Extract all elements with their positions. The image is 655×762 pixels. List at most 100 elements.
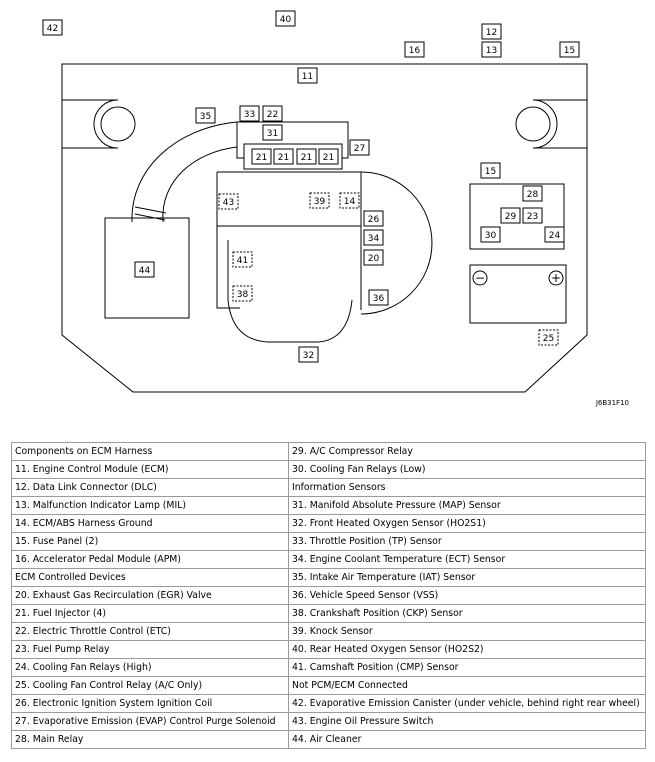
callout-35-label: 35 [200, 112, 211, 122]
callout-25[interactable]: 25 [538, 329, 559, 346]
callout-23-label: 23 [527, 212, 538, 222]
callout-16[interactable]: 16 [404, 41, 425, 58]
legend-cell-right: Information Sensors [288, 478, 646, 497]
callout-21-d[interactable]: 21 [318, 148, 339, 165]
callout-36-label: 36 [373, 294, 385, 304]
battery-positive-symbol: + [551, 271, 561, 285]
callout-24-label: 24 [549, 231, 561, 241]
callout-28-label: 28 [527, 190, 539, 200]
right-strut-tower [515, 99, 587, 149]
legend-cell-left: 24. Cooling Fan Relays (High) [11, 658, 289, 677]
legend-cell-right: 30. Cooling Fan Relays (Low) [288, 460, 646, 479]
callout-20-label: 20 [368, 254, 380, 264]
callout-29[interactable]: 29 [500, 207, 521, 224]
legend-cell-left: 28. Main Relay [11, 730, 289, 749]
callout-14[interactable]: 14 [339, 192, 360, 209]
callout-21-a[interactable]: 21 [251, 148, 272, 165]
callout-11[interactable]: 11 [297, 67, 318, 84]
oil-pan [227, 240, 353, 343]
legend-row: 20. Exhaust Gas Recirculation (EGR) Valv… [11, 586, 646, 605]
legend-row: 22. Electric Throttle Control (ETC)39. K… [11, 622, 646, 641]
callout-43-label: 43 [223, 198, 234, 208]
callout-15-top-label: 15 [564, 46, 575, 56]
callout-27[interactable]: 27 [349, 139, 370, 156]
callout-40-label: 40 [280, 15, 292, 25]
battery-positive-terminal [548, 270, 564, 286]
legend-cell-left: 22. Electric Throttle Control (ETC) [11, 622, 289, 641]
callout-31-label: 31 [267, 129, 278, 139]
callout-35[interactable]: 35 [195, 107, 216, 124]
legend-cell-left: 25. Cooling Fan Control Relay (A/C Only) [11, 676, 289, 695]
callout-34[interactable]: 34 [363, 229, 384, 246]
legend-cell-left: 20. Exhaust Gas Recirculation (EGR) Valv… [11, 586, 289, 605]
legend-cell-right: 40. Rear Heated Oxygen Sensor (HO2S2) [288, 640, 646, 659]
callout-21-a-label: 21 [256, 153, 267, 163]
legend-cell-left: 12. Data Link Connector (DLC) [11, 478, 289, 497]
legend-cell-left: 13. Malfunction Indicator Lamp (MIL) [11, 496, 289, 515]
callout-32[interactable]: 32 [298, 346, 319, 363]
callout-43[interactable]: 43 [218, 193, 239, 210]
legend-row: 24. Cooling Fan Relays (High)41. Camshaf… [11, 658, 646, 677]
legend-row: 27. Evaporative Emission (EVAP) Control … [11, 712, 646, 731]
callout-31[interactable]: 31 [262, 124, 283, 141]
callout-23[interactable]: 23 [522, 207, 543, 224]
legend-row: 11. Engine Control Module (ECM)30. Cooli… [11, 460, 646, 479]
callout-42-label: 42 [47, 24, 58, 34]
callout-22-label: 22 [267, 110, 278, 120]
callout-44-label: 44 [139, 266, 151, 276]
legend-cell-left: Components on ECM Harness [11, 442, 289, 461]
callout-15-relay-box[interactable]: 15 [480, 162, 501, 179]
callout-40[interactable]: 40 [275, 10, 296, 27]
callout-22[interactable]: 22 [262, 105, 283, 122]
figure-code: J6B31F10 [595, 399, 629, 407]
callout-36[interactable]: 36 [368, 289, 389, 306]
legend-row: 13. Malfunction Indicator Lamp (MIL)31. … [11, 496, 646, 515]
callout-30-label: 30 [485, 231, 497, 241]
battery-negative-symbol: − [475, 271, 485, 285]
legend-cell-right: 29. A/C Compressor Relay [288, 442, 646, 461]
callout-29-label: 29 [505, 212, 517, 222]
callout-16-label: 16 [409, 46, 421, 56]
callout-13[interactable]: 13 [481, 41, 502, 58]
legend-cell-left: 21. Fuel Injector (4) [11, 604, 289, 623]
callout-33[interactable]: 33 [239, 105, 260, 122]
callout-39[interactable]: 39 [309, 192, 330, 209]
legend-cell-right: 32. Front Heated Oxygen Sensor (HO2S1) [288, 514, 646, 533]
battery: − + [469, 264, 567, 324]
callout-21-b-label: 21 [278, 153, 289, 163]
callout-44[interactable]: 44 [134, 261, 155, 278]
callout-24[interactable]: 24 [544, 226, 565, 243]
legend-cell-left: ECM Controlled Devices [11, 568, 289, 587]
callout-15-top[interactable]: 15 [559, 41, 580, 58]
legend-cell-left: 16. Accelerator Pedal Module (APM) [11, 550, 289, 569]
callout-12[interactable]: 12 [481, 23, 502, 40]
callout-42[interactable]: 42 [42, 19, 63, 36]
callout-27-label: 27 [354, 144, 365, 154]
legend-cell-right: 35. Intake Air Temperature (IAT) Sensor [288, 568, 646, 587]
callout-28[interactable]: 28 [522, 185, 543, 202]
engine-block [216, 171, 433, 315]
callout-21-c-label: 21 [301, 153, 312, 163]
callout-21-c[interactable]: 21 [296, 148, 317, 165]
callout-21-b[interactable]: 21 [273, 148, 294, 165]
callout-20[interactable]: 20 [363, 249, 384, 266]
callout-12-label: 12 [486, 28, 497, 38]
callout-41[interactable]: 41 [232, 251, 253, 268]
legend-cell-right: 41. Camshaft Position (CMP) Sensor [288, 658, 646, 677]
callout-33-label: 33 [244, 110, 255, 120]
callout-38[interactable]: 38 [232, 285, 253, 302]
legend-cell-right: 33. Throttle Position (TP) Sensor [288, 532, 646, 551]
callout-39-label: 39 [314, 197, 326, 207]
legend-cell-right: 39. Knock Sensor [288, 622, 646, 641]
legend-cell-left: 11. Engine Control Module (ECM) [11, 460, 289, 479]
legend-cell-right: 38. Crankshaft Position (CKP) Sensor [288, 604, 646, 623]
callout-30[interactable]: 30 [480, 226, 501, 243]
callout-26[interactable]: 26 [363, 210, 384, 227]
legend-cell-right: Not PCM/ECM Connected [288, 676, 646, 695]
legend-cell-left: 15. Fuse Panel (2) [11, 532, 289, 551]
